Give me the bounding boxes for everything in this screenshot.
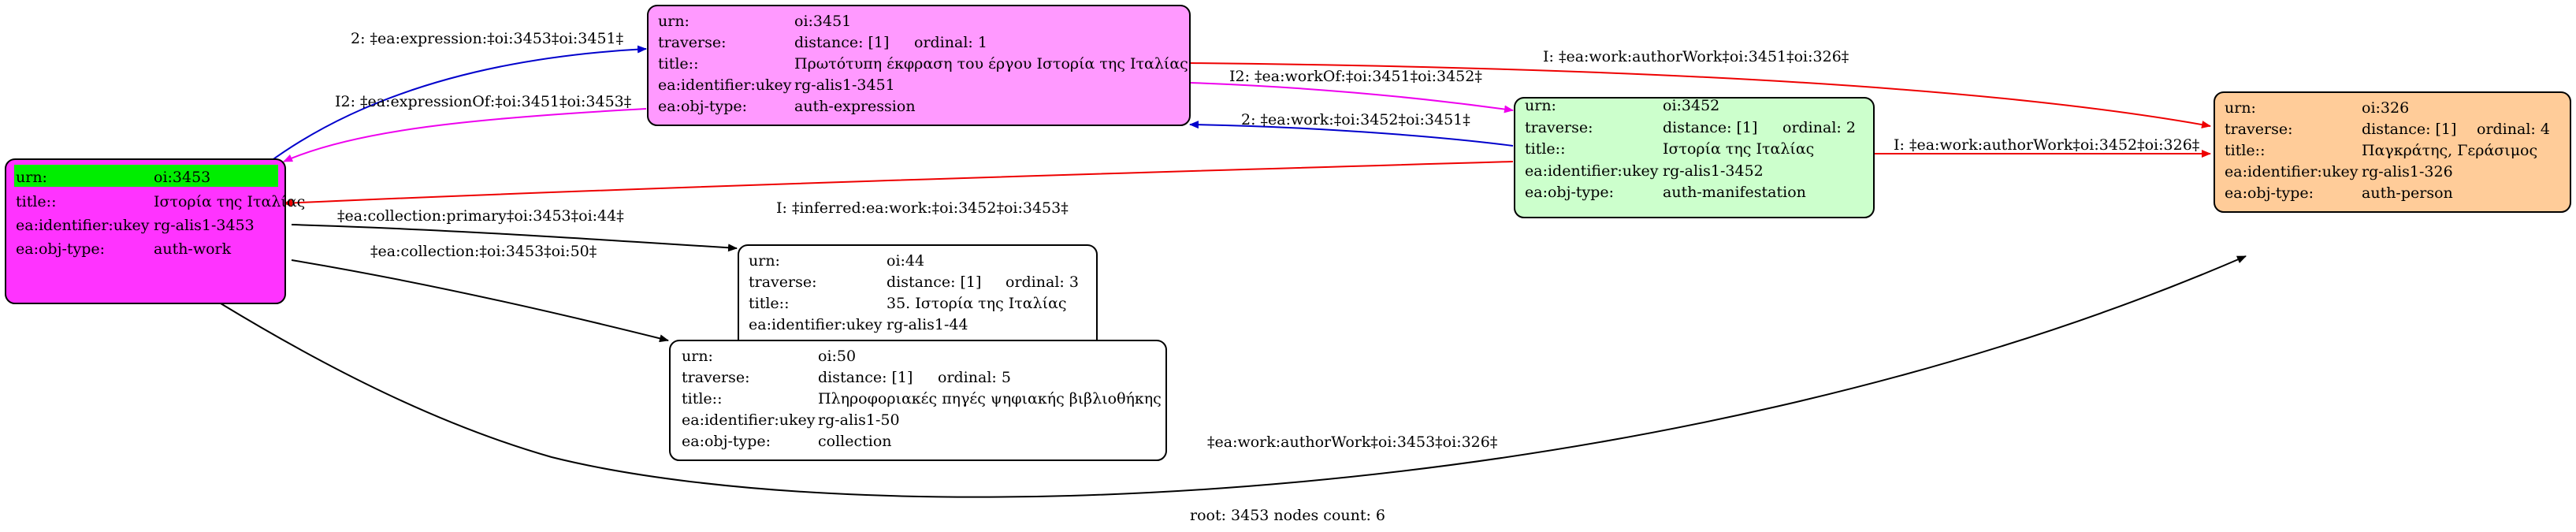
node-oi-3452[interactable]: urn: oi:3452 traverse: distance: [1] ord… bbox=[1514, 97, 1875, 218]
edge-inferred bbox=[283, 161, 1514, 207]
node-row-key: urn: bbox=[2225, 99, 2256, 117]
edge-work bbox=[1189, 121, 1514, 147]
node-row-key: traverse: bbox=[2225, 121, 2293, 138]
node-header-highlight bbox=[14, 165, 278, 187]
node-row-extra: ordinal: 4 bbox=[2477, 121, 2550, 138]
node-row-value: rg-alis1-326 bbox=[2362, 163, 2453, 180]
edge-workOf bbox=[1189, 82, 1514, 113]
node-row-value: oi:3451 bbox=[794, 13, 851, 30]
node-row-key: ea:identifier:ukey bbox=[1525, 162, 1659, 180]
edge-collection-primary bbox=[291, 224, 738, 252]
edge-label-authorWork-3452: I: ‡ea:work:authorWork‡oi:3452‡oi:326‡ bbox=[1894, 136, 2199, 154]
node-row-value: distance: [1] bbox=[794, 34, 889, 51]
node-row-extra: ordinal: 3 bbox=[1005, 273, 1079, 291]
node-oi-3453[interactable]: urn: oi:3453 title:: Ιστορία της Ιταλίας… bbox=[5, 158, 305, 304]
edge-label-authorWork-3453: ‡ea:work:authorWork‡oi:3453‡oi:326‡ bbox=[1207, 433, 1497, 451]
node-row-value: Πληροφοριακές πηγές ψηφιακής βιβλιοθήκης bbox=[818, 390, 1162, 407]
node-row-extra: ordinal: 1 bbox=[914, 34, 987, 51]
node-row-value: rg-alis1-3453 bbox=[154, 217, 255, 234]
edge-expressionOf bbox=[283, 108, 647, 162]
edge-label-collection-primary: ‡ea:collection:primary‡oi:3453‡oi:44‡ bbox=[337, 207, 624, 225]
edge-collection bbox=[291, 259, 669, 343]
node-row-value: distance: [1] bbox=[818, 369, 913, 386]
node-row-value: oi:3452 bbox=[1663, 97, 1719, 114]
node-row-value: oi:3453 bbox=[154, 169, 210, 186]
node-row-value: auth-person bbox=[2362, 184, 2453, 202]
node-row-key: title:: bbox=[16, 193, 56, 210]
node-row-key: ea:identifier:ukey bbox=[2225, 163, 2359, 180]
node-row-value: rg-alis1-3451 bbox=[794, 76, 895, 94]
edge-label-collection: ‡ea:collection:‡oi:3453‡oi:50‡ bbox=[370, 243, 597, 260]
node-oi-3451[interactable]: urn: oi:3451 traverse: distance: [1] ord… bbox=[647, 5, 1191, 126]
node-row-key: title:: bbox=[749, 295, 789, 312]
node-oi-50[interactable]: urn: oi:50 traverse: distance: [1] ordin… bbox=[669, 340, 1167, 461]
node-row-key: title:: bbox=[1525, 140, 1565, 158]
node-row-value: rg-alis1-3452 bbox=[1663, 162, 1764, 180]
node-row-key: urn: bbox=[658, 13, 690, 30]
node-row-value: oi:44 bbox=[887, 252, 924, 270]
node-row-key: traverse: bbox=[658, 34, 727, 51]
node-row-value: Πρωτότυπη έκφραση του έργου Ιστορία της … bbox=[794, 55, 1188, 73]
node-row-key: ea:obj-type: bbox=[1525, 184, 1614, 201]
node-row-value: oi:50 bbox=[818, 348, 856, 365]
edge-label-workOf: I2: ‡ea:workOf:‡oi:3451‡oi:3452‡ bbox=[1229, 68, 1482, 85]
node-row-value: distance: [1] bbox=[2362, 121, 2456, 138]
node-row-key: ea:obj-type: bbox=[2225, 184, 2314, 202]
node-row-value: rg-alis1-50 bbox=[818, 411, 900, 429]
node-row-key: ea:obj-type: bbox=[658, 98, 747, 115]
node-row-key: urn: bbox=[16, 169, 47, 186]
node-row-value: oi:326 bbox=[2362, 99, 2409, 117]
node-row-key: ea:identifier:ukey bbox=[682, 411, 816, 429]
edges: 2: ‡ea:expression:‡oi:3453‡oi:3451‡ I2: … bbox=[216, 30, 2247, 498]
node-row-value: Παγκράτης, Γεράσιμος bbox=[2362, 142, 2537, 159]
edge-authorWork-3453 bbox=[220, 255, 2247, 498]
edge-label-expressionOf: I2: ‡ea:expressionOf:‡oi:3451‡oi:3453‡ bbox=[335, 93, 631, 110]
node-row-key: urn: bbox=[749, 252, 780, 270]
edge-label-expression: 2: ‡ea:expression:‡oi:3453‡oi:3451‡ bbox=[351, 30, 623, 47]
node-row-value: 35. Ιστορία της Ιταλίας bbox=[887, 295, 1067, 312]
node-oi-326[interactable]: urn: oi:326 traverse: distance: [1] ordi… bbox=[2214, 91, 2571, 213]
node-row-value: Ιστορία της Ιταλίας bbox=[1663, 140, 1814, 158]
node-row-key: title:: bbox=[2225, 142, 2265, 159]
node-row-value: auth-manifestation bbox=[1663, 184, 1806, 201]
edge-label-inferred: I: ‡inferred:ea:work:‡oi:3452‡oi:3453‡ bbox=[776, 199, 1069, 217]
node-row-value: distance: [1] bbox=[887, 273, 981, 291]
node-row-value: rg-alis1-44 bbox=[887, 316, 968, 333]
node-row-key: ea:obj-type: bbox=[16, 240, 105, 258]
node-row-extra: ordinal: 5 bbox=[938, 369, 1011, 386]
node-row-key: ea:identifier:ukey bbox=[749, 316, 883, 333]
node-row-key: urn: bbox=[1525, 97, 1556, 114]
node-row-key: title:: bbox=[682, 390, 722, 407]
node-row-key: ea:identifier:ukey bbox=[658, 76, 792, 94]
graph-footer-label: root: 3453 nodes count: 6 bbox=[1190, 507, 1385, 524]
node-row-key: title:: bbox=[658, 55, 698, 73]
node-row-extra: ordinal: 2 bbox=[1782, 119, 1856, 136]
node-row-value: auth-expression bbox=[794, 98, 916, 115]
node-row-key: urn: bbox=[682, 348, 713, 365]
edge-label-authorWork-3451: I: ‡ea:work:authorWork‡oi:3451‡oi:326‡ bbox=[1543, 48, 1849, 65]
node-row-key: traverse: bbox=[682, 369, 750, 386]
edge-authorWork-3451 bbox=[1189, 62, 2211, 128]
node-row-value: distance: [1] bbox=[1663, 119, 1757, 136]
edge-label-work: 2: ‡ea:work:‡oi:3452‡oi:3451‡ bbox=[1241, 111, 1470, 128]
node-row-key: ea:identifier:ukey bbox=[16, 217, 150, 234]
node-row-key: ea:obj-type: bbox=[682, 433, 771, 450]
node-row-value: auth-work bbox=[154, 240, 232, 258]
node-row-value: collection bbox=[818, 433, 892, 450]
node-row-key: traverse: bbox=[1525, 119, 1593, 136]
node-row-key: traverse: bbox=[749, 273, 817, 291]
node-row-value: Ιστορία της Ιταλίας bbox=[154, 193, 305, 210]
